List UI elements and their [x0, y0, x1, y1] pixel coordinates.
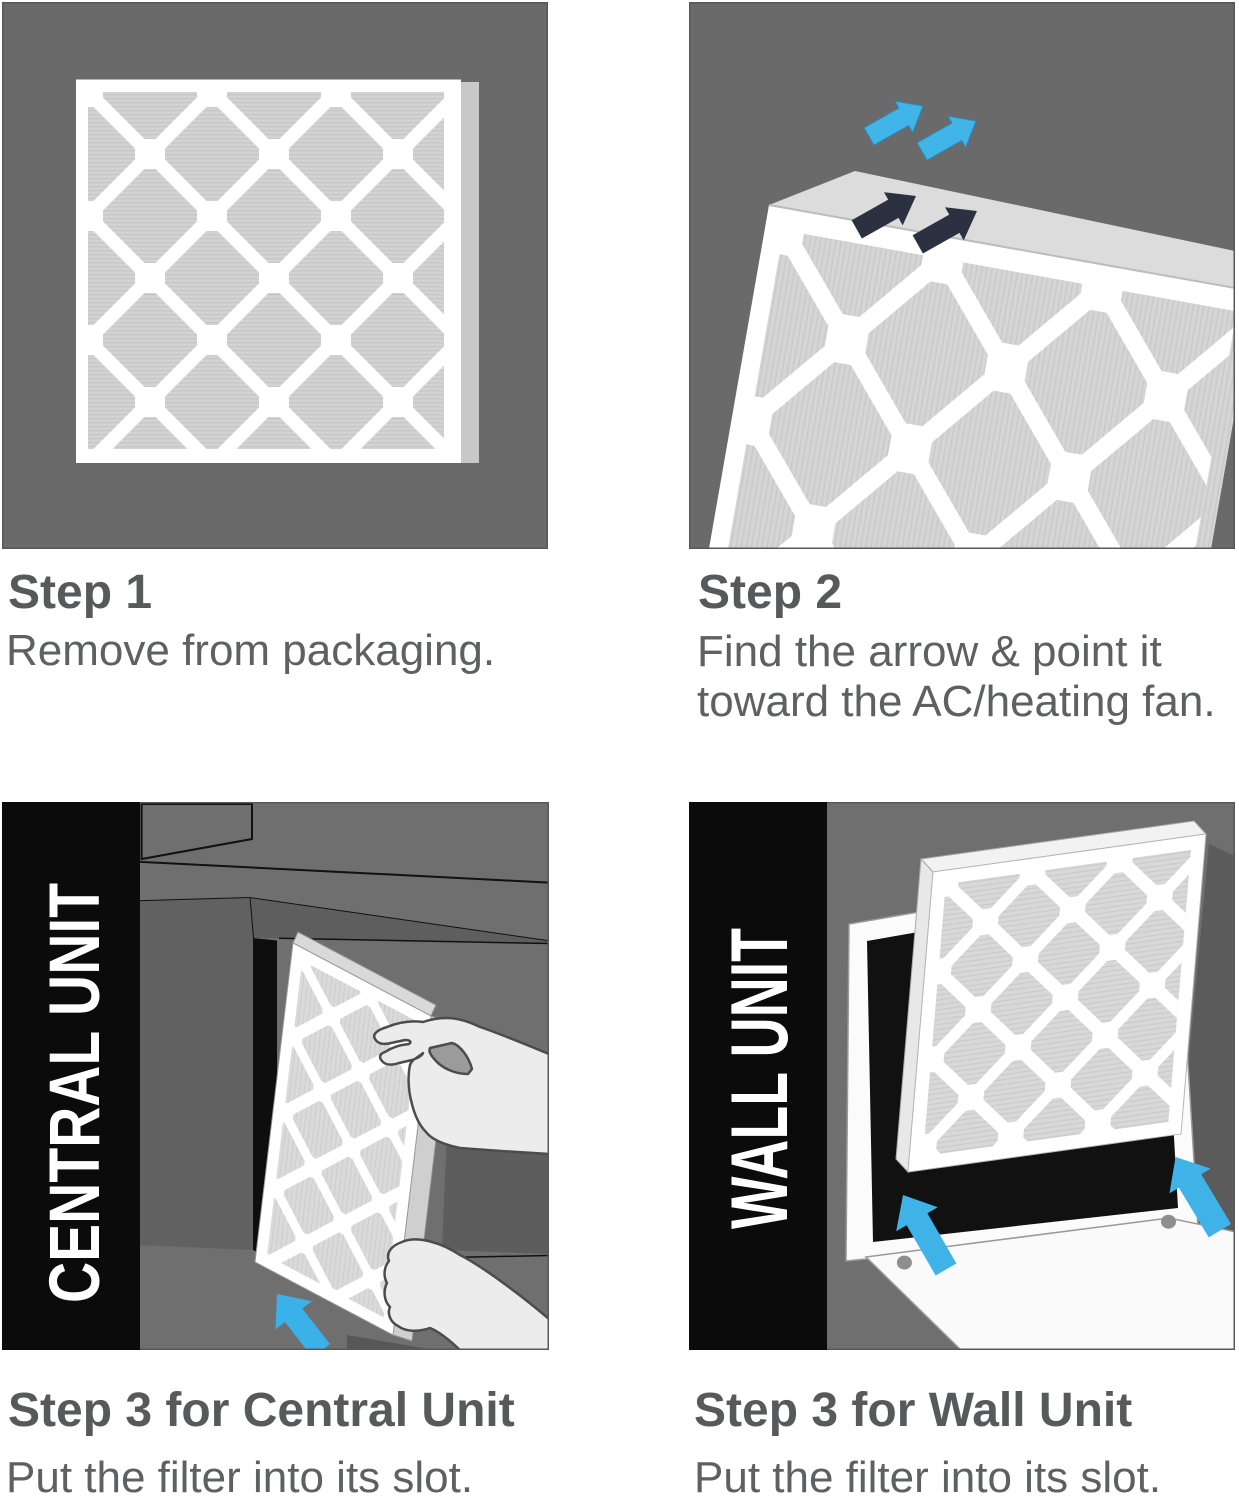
- svg-text:WALL UNIT: WALL UNIT: [715, 928, 805, 1229]
- svg-text:CENTRAL UNIT: CENTRAL UNIT: [36, 883, 115, 1303]
